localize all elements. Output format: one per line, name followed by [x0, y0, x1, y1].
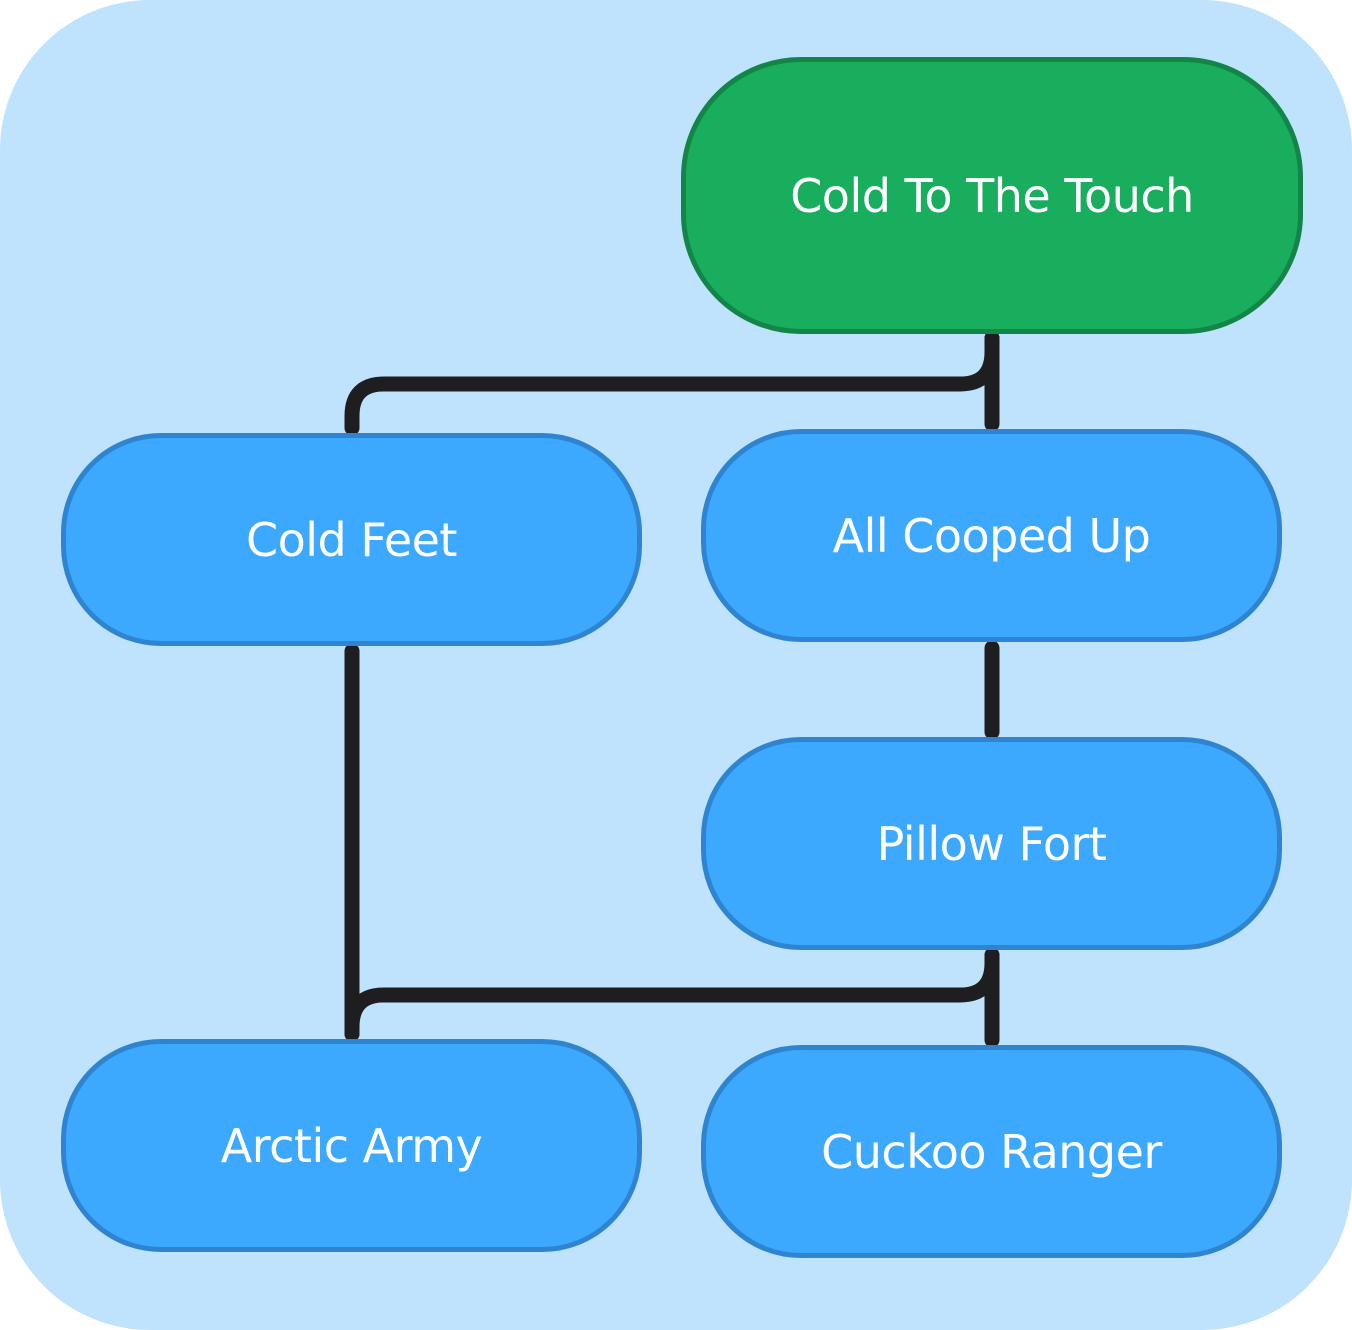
node-arctic-army[interactable]: Arctic Army — [61, 1039, 642, 1252]
node-cold-feet[interactable]: Cold Feet — [61, 433, 642, 646]
node-label: All Cooped Up — [832, 508, 1151, 563]
edge-root-to-feet — [344, 330, 1000, 436]
node-label: Pillow Fort — [876, 816, 1107, 871]
node-label: Arctic Army — [220, 1118, 483, 1173]
node-all-cooped-up[interactable]: All Cooped Up — [701, 429, 1282, 642]
edge-pillow-to-arctic — [344, 947, 1000, 1042]
node-pillow-fort[interactable]: Pillow Fort — [701, 737, 1282, 950]
node-label: Cuckoo Ranger — [821, 1124, 1162, 1179]
node-label: Cold To The Touch — [790, 168, 1194, 223]
node-cuckoo-ranger[interactable]: Cuckoo Ranger — [701, 1045, 1282, 1258]
node-label: Cold Feet — [246, 512, 457, 567]
node-cold-to-the-touch[interactable]: Cold To The Touch — [681, 57, 1303, 334]
